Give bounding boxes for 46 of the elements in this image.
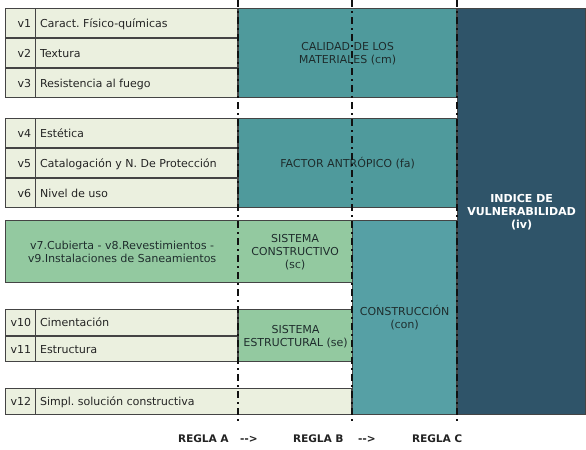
result-box xyxy=(457,8,586,415)
rule-label: REGLA B xyxy=(293,433,344,445)
variable-label: Simpl. solución constructiva xyxy=(40,395,195,408)
variable-row xyxy=(5,118,238,148)
category-box xyxy=(238,8,457,98)
rule-label: REGLA C xyxy=(412,433,462,445)
category-label: SISTEMA ESTRUCTURAL (se) xyxy=(243,322,348,348)
variable-label: v7.Cubierta - v8.Revestimientos - v9.Instalaciones de Saneamientos xyxy=(26,238,218,264)
category-label: INDICE DE VULNERABILIDAD (iv) xyxy=(466,192,577,231)
variable-row xyxy=(5,178,238,208)
variable-row xyxy=(5,309,238,336)
variable-number: v5 xyxy=(17,156,31,170)
variable-row xyxy=(5,68,238,98)
variable-row xyxy=(5,148,238,178)
variable-label: Nivel de uso xyxy=(40,186,108,200)
variable-number: v12 xyxy=(10,395,31,408)
variable-label: Catalogación y N. De Protección xyxy=(40,156,217,170)
variable-number: v6 xyxy=(17,186,31,200)
category-box xyxy=(352,220,457,415)
variable-row xyxy=(5,220,238,283)
variable-row xyxy=(5,388,352,415)
category-label: FACTOR ANTRÓPICO (fa) xyxy=(280,156,415,170)
arrow-text: --> xyxy=(358,433,376,445)
category-box xyxy=(238,220,352,283)
variable-number: v1 xyxy=(17,16,31,30)
variable-number: v3 xyxy=(17,76,31,90)
variable-label: Caract. Físico-químicas xyxy=(40,16,168,30)
category-label: CALIDAD DE LOS MATERIALES (cm) xyxy=(298,40,398,66)
variable-number: v2 xyxy=(17,46,31,60)
variable-row xyxy=(5,336,238,362)
variable-number: v11 xyxy=(10,342,31,356)
variable-label: Estética xyxy=(40,126,84,140)
rule-label: REGLA A xyxy=(178,433,228,445)
variable-number: v4 xyxy=(17,126,31,140)
category-label: SISTEMA CONSTRUCTIVO (sc) xyxy=(250,232,340,271)
category-box xyxy=(238,118,457,208)
variable-label: Textura xyxy=(40,46,80,60)
variable-label: Resistencia al fuego xyxy=(40,76,150,90)
variable-label: Estructura xyxy=(40,342,98,356)
variable-row xyxy=(5,38,238,68)
variable-label: Cimentación xyxy=(40,316,110,329)
variable-number: v10 xyxy=(10,316,31,329)
arrow-text: --> xyxy=(240,433,258,445)
category-label: CONSTRUCCIÓN (con) xyxy=(358,304,450,330)
variable-row xyxy=(5,8,238,38)
category-box xyxy=(238,309,352,362)
